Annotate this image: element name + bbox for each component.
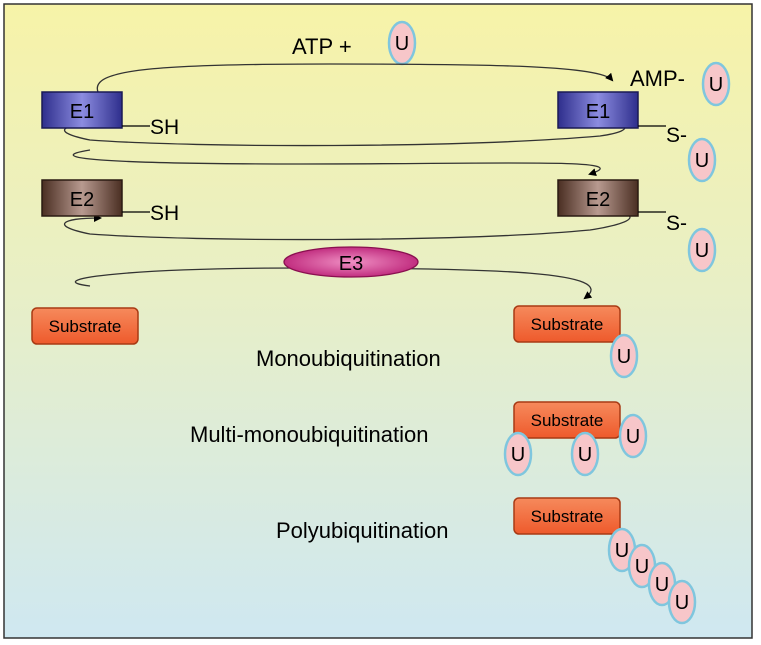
substrate-poly: Substrate (513, 497, 621, 535)
ubiquitin-mono: U (609, 333, 639, 379)
monoubiquitination-label: Monoubiquitination (256, 346, 441, 371)
e1-right: E1 (557, 91, 639, 129)
ubiquitin-multi-3: U (618, 413, 648, 459)
ubiquitin-poly-3: U (647, 561, 677, 607)
e3-ligase: E3 (283, 246, 419, 278)
ubiquitin-amp: U (701, 61, 731, 107)
substrate-mono: Substrate (513, 305, 621, 343)
svg-text:E2: E2 (586, 189, 610, 211)
ubiquitin-multi-2: U (570, 431, 600, 477)
svg-text:U: U (395, 33, 409, 55)
atp-label: ATP + (292, 34, 352, 59)
e2-right-s-link: S- (666, 212, 687, 235)
svg-text:U: U (695, 150, 709, 172)
svg-text:Substrate: Substrate (49, 317, 122, 336)
e1-left: E1 (41, 91, 123, 129)
ubiquitin-poly-4: U (667, 579, 697, 625)
arrow-e1-activation (96, 63, 614, 93)
amp-label: AMP- (630, 66, 685, 91)
ubiquitin-poly-2: U (627, 543, 657, 589)
svg-text:U: U (578, 444, 592, 466)
svg-text:E2: E2 (70, 189, 94, 211)
e2-left: E2 (41, 179, 123, 217)
arrow-e1-to-e2 (72, 149, 601, 176)
ubiquitin-e1: U (687, 137, 717, 183)
polyubiquitination-label: Polyubiquitination (276, 518, 448, 543)
arrow-e1-return (64, 117, 626, 147)
svg-text:U: U (626, 426, 640, 448)
svg-text:U: U (695, 240, 709, 262)
e1-right-s-link: S- (666, 124, 687, 147)
multi-monoubiquitination-label: Multi-monoubiquitination (190, 422, 428, 447)
ubiquitin-atp: U (387, 20, 417, 66)
substrate-multi: Substrate (513, 401, 621, 439)
arrow-e2-return (64, 204, 631, 241)
svg-text:U: U (617, 346, 631, 368)
e2-left-sh: SH (150, 202, 179, 225)
svg-text:Substrate: Substrate (531, 507, 604, 526)
svg-text:U: U (709, 74, 723, 96)
ubiquitin-e2: U (687, 227, 717, 273)
svg-text:Substrate: Substrate (531, 315, 604, 334)
svg-text:U: U (511, 444, 525, 466)
e2-right: E2 (557, 179, 639, 217)
svg-text:E3: E3 (339, 253, 363, 275)
svg-text:E1: E1 (70, 101, 94, 123)
svg-text:U: U (655, 574, 669, 596)
svg-text:U: U (675, 592, 689, 614)
svg-text:U: U (615, 540, 629, 562)
ubiquitin-multi-1: U (503, 431, 533, 477)
svg-text:E1: E1 (586, 101, 610, 123)
svg-text:U: U (635, 556, 649, 578)
e1-left-sh: SH (150, 116, 179, 139)
substrate-left: Substrate (31, 307, 139, 345)
svg-text:Substrate: Substrate (531, 411, 604, 430)
